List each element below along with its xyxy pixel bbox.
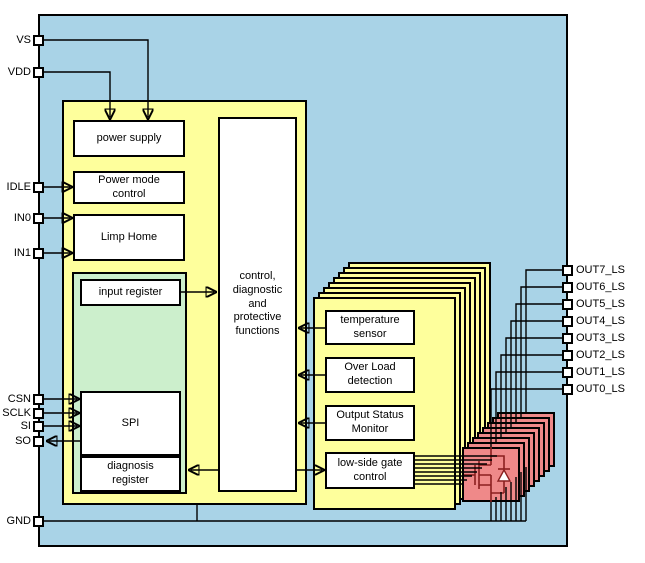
pin-label: OUT1_LS	[576, 366, 625, 378]
block-limp-home: Limp Home	[73, 214, 185, 261]
pin-si: SI	[0, 419, 44, 433]
block-label: Limp Home	[100, 230, 158, 243]
pin-out5-ls: OUT5_LS	[562, 297, 625, 311]
block-label: Power mode control	[98, 173, 160, 200]
pin-gnd: GND	[0, 514, 44, 528]
pin-vdd: VDD	[0, 65, 44, 79]
pin-out3-ls: OUT3_LS	[562, 331, 625, 345]
pin-label: SO	[15, 435, 31, 447]
pin-label: OUT6_LS	[576, 281, 625, 293]
pin-label: SI	[20, 420, 31, 432]
pin-pad	[562, 366, 573, 378]
pin-so: SO	[0, 434, 44, 448]
pin-label: OUT2_LS	[576, 349, 625, 361]
block-output-status-monitor: Output Status Monitor	[325, 405, 415, 441]
pin-out2-ls: OUT2_LS	[562, 348, 625, 362]
pin-out6-ls: OUT6_LS	[562, 280, 625, 294]
block-power-supply: power supply	[73, 120, 185, 157]
block-low-side-gate-control: low-side gate control	[325, 452, 415, 489]
block-power-mode-control: Power mode control	[73, 171, 185, 204]
block-over-load-detection: Over Load detection	[325, 357, 415, 393]
pin-pad	[33, 407, 44, 419]
block-temperature-sensor: temperature sensor	[325, 310, 415, 345]
pin-sclk: SCLK	[0, 406, 44, 420]
pin-pad	[33, 435, 44, 447]
pin-in0: IN0	[0, 211, 44, 225]
pin-pad	[562, 264, 573, 276]
pin-out1-ls: OUT1_LS	[562, 365, 625, 379]
block-label: power supply	[96, 131, 162, 144]
mosfet-icon	[464, 447, 512, 502]
pin-label: OUT0_LS	[576, 383, 625, 395]
pin-pad	[33, 66, 44, 78]
pin-label: IDLE	[6, 181, 31, 193]
pin-pad	[33, 393, 44, 405]
pin-label: VS	[16, 34, 31, 46]
pin-label: OUT5_LS	[576, 298, 625, 310]
block-label: input register	[98, 285, 163, 298]
block-label: temperature sensor	[340, 313, 400, 340]
pin-pad	[33, 515, 44, 527]
pin-pad	[33, 212, 44, 224]
block-label: Output Status Monitor	[336, 409, 404, 435]
pin-label: SCLK	[2, 407, 31, 419]
pin-out0-ls: OUT0_LS	[562, 382, 625, 396]
block-label: control, diagnostic and protective funct…	[232, 270, 283, 338]
pin-out4-ls: OUT4_LS	[562, 314, 625, 328]
pin-vs: VS	[0, 33, 44, 47]
pin-out7-ls: OUT7_LS	[562, 263, 625, 277]
pin-label: IN0	[13, 212, 31, 224]
pin-label: OUT7_LS	[576, 264, 625, 276]
pin-idle: IDLE	[0, 180, 44, 194]
pin-pad	[562, 383, 573, 395]
pin-label: CSN	[7, 393, 31, 405]
pin-pad	[562, 281, 573, 293]
pin-pad	[562, 298, 573, 310]
block-input-register: input register	[80, 279, 181, 306]
pin-label: OUT4_LS	[576, 315, 625, 327]
block-label: diagnosis register	[107, 460, 154, 486]
pin-in1: IN1	[0, 246, 44, 260]
pin-pad	[33, 420, 44, 432]
pin-label: OUT3_LS	[576, 332, 625, 344]
pin-pad	[562, 349, 573, 361]
pin-csn: CSN	[0, 392, 44, 406]
pin-pad	[562, 332, 573, 344]
pin-label: VDD	[7, 66, 31, 78]
block-spi: SPI	[80, 391, 181, 456]
block-label: Over Load detection	[344, 361, 396, 387]
pin-pad	[33, 247, 44, 259]
block-control-functions: control, diagnostic and protective funct…	[218, 117, 297, 492]
pin-label: GND	[6, 515, 31, 527]
pin-pad	[33, 181, 44, 193]
pin-label: IN1	[13, 247, 31, 259]
block-label: SPI	[121, 416, 140, 429]
pin-pad	[33, 34, 44, 46]
block-diagnosis-register: diagnosis register	[80, 456, 181, 492]
pin-pad	[562, 315, 573, 327]
block-label: low-side gate control	[337, 456, 403, 483]
